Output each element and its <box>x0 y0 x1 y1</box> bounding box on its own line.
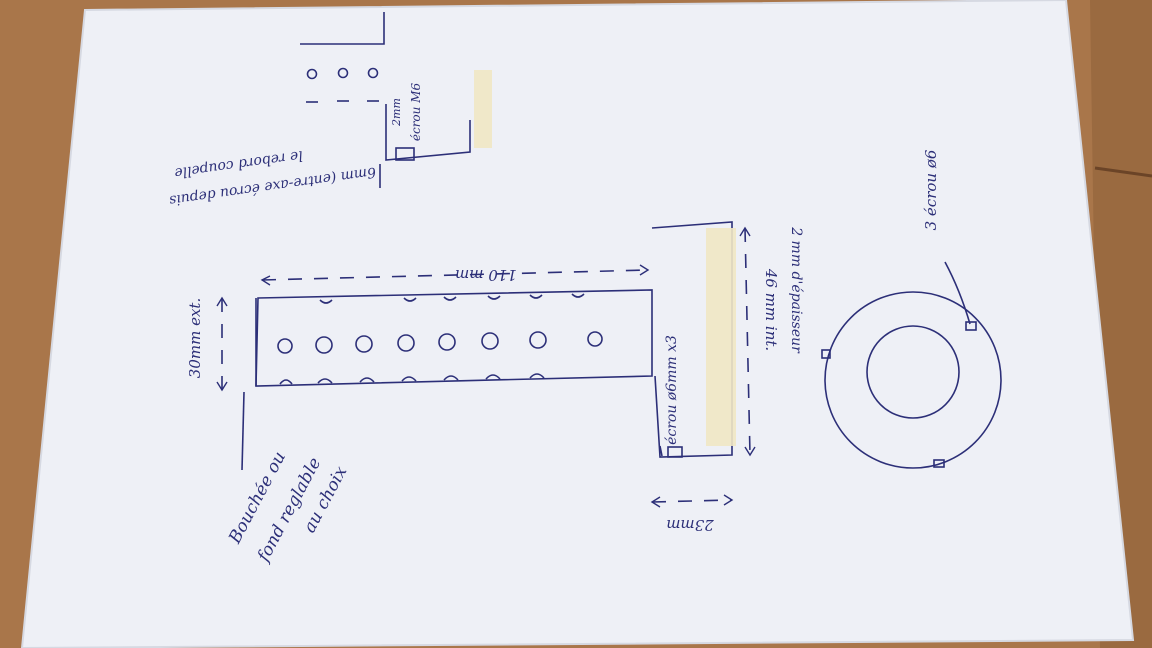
label-length: 110 mm <box>455 266 517 284</box>
label-bush-width: 23mm <box>666 516 715 534</box>
end-cap-leader <box>241 391 245 471</box>
label-outer-diameter: 30mm ext. <box>186 298 204 378</box>
bush <box>651 221 733 458</box>
detail-lip <box>385 104 471 161</box>
tape-strip <box>706 228 736 446</box>
label-thickness: 2 mm d'épaisseur <box>788 226 804 354</box>
dimension-lines <box>221 227 751 503</box>
label-nut-detail: écrou M6 <box>409 83 423 142</box>
tape-strip-top <box>474 70 492 148</box>
label-ring-nuts: 3 écrou ø6 <box>922 149 940 230</box>
label-inner-diameter: 46 mm int. <box>762 268 780 351</box>
detail-holes <box>306 67 379 103</box>
perforations <box>277 293 603 385</box>
paper-sheet <box>22 0 1133 648</box>
bush-nut <box>667 446 683 458</box>
detail-wall <box>300 12 385 45</box>
ring-view <box>821 261 1002 469</box>
label-gap-2mm: 2mm <box>390 98 403 127</box>
label-nut-count: écrou ø6mm x3 <box>664 335 680 445</box>
detail-nut <box>395 147 415 161</box>
